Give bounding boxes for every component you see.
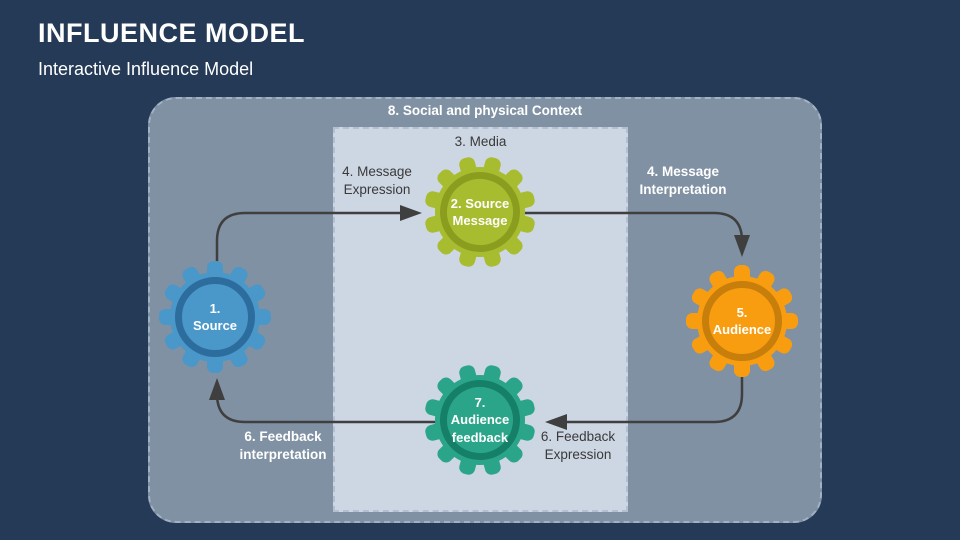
gear-source: 1. Source — [158, 260, 272, 374]
gear-audience-feedback-label: 7. Audience feedback — [450, 395, 510, 445]
label-message-expression: 4. Message Expression — [342, 164, 412, 198]
label-feedback-expression: 6. Feedback Expression — [540, 429, 616, 463]
context-label: 8. Social and physical Context — [387, 103, 583, 118]
label-feedback-interpretation: 6. Feedback interpretation — [239, 429, 327, 463]
gear-icon — [425, 157, 535, 267]
media-label: 3. Media — [454, 134, 507, 149]
gear-icon — [686, 265, 798, 377]
gear-audience: 5. Audience — [685, 264, 799, 378]
gear-icon — [159, 261, 271, 373]
gear-audience-label: 5. Audience — [712, 304, 772, 337]
gear-source-message: 2. Source Message — [423, 155, 537, 269]
label-message-interpretation: 4. Message Interpretation — [639, 164, 727, 198]
gear-audience-feedback: 7. Audience feedback — [423, 363, 537, 477]
gear-icon — [425, 365, 535, 475]
gear-source-label: 1. Source — [192, 300, 238, 333]
page-subtitle: Interactive Influence Model — [38, 59, 254, 79]
page-title: INFLUENCE MODEL — [38, 18, 305, 48]
gear-source-message-label: 2. Source Message — [450, 195, 510, 228]
